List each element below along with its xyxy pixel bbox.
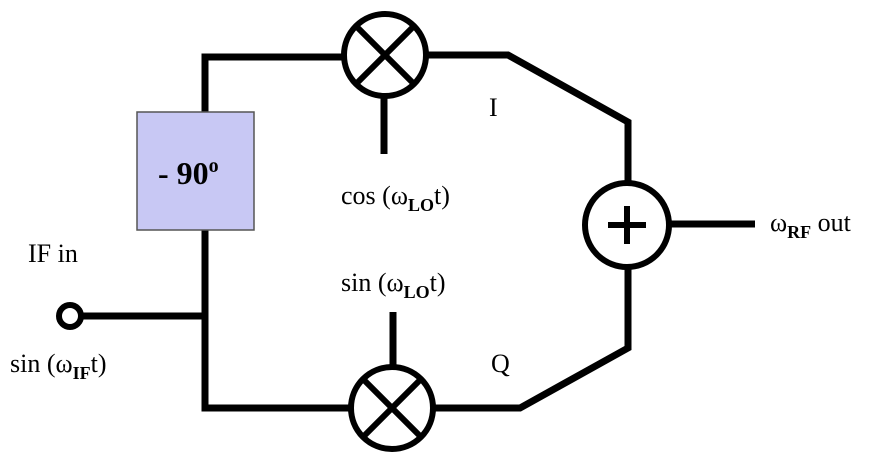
wire-upper-path <box>201 53 345 112</box>
wire-i-branch <box>425 51 632 183</box>
rf-out-label: ωRF out <box>770 208 852 242</box>
summer <box>582 180 672 270</box>
upper-mixer <box>341 11 429 99</box>
lower-mixer <box>348 364 436 452</box>
phase-shifter-label: - 90o <box>158 155 219 191</box>
q-branch-label: Q <box>491 349 510 378</box>
if-in-label: IF in <box>28 239 78 268</box>
i-branch-label: I <box>489 93 498 122</box>
wire-lower-path <box>201 230 350 412</box>
lo-cos-label: cos (ωLOt) <box>341 181 450 215</box>
if-signal-label: sin (ωIFt) <box>10 349 107 383</box>
wire-q-branch <box>433 268 632 412</box>
if-input-terminal <box>56 302 84 330</box>
phase-shifter-box <box>136 111 255 231</box>
lo-sin-label: sin (ωLOt) <box>341 268 446 302</box>
phase-shifter-block: - 90o <box>136 111 255 231</box>
